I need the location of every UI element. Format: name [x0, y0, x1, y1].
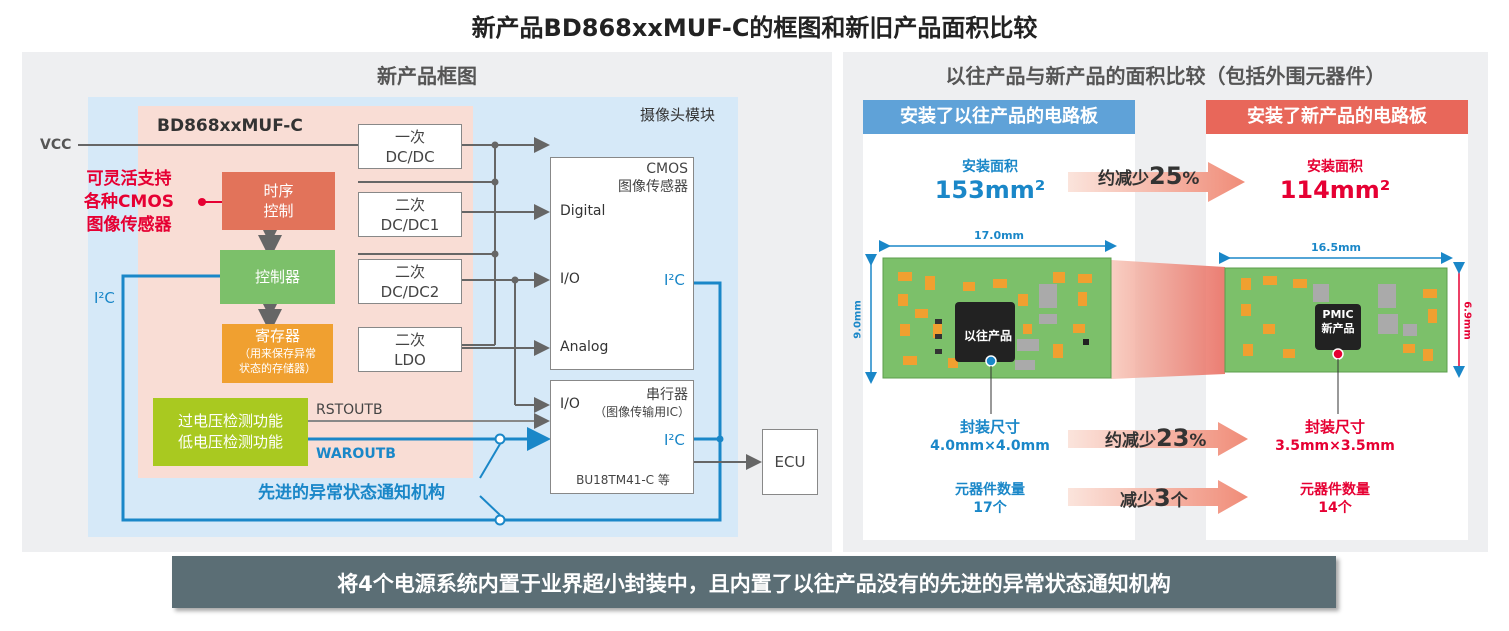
- old-count-label: 元器件数量: [955, 482, 1025, 498]
- count-reduce-value: 3: [1154, 484, 1171, 512]
- ic-name: BD868xxMUF-C: [157, 116, 303, 136]
- secondary-dcdc1-line-2: DC/DC1: [380, 216, 440, 234]
- old-pkg-value: 4.0mm×4.0mm: [930, 438, 1050, 454]
- summary-text: 将4个电源系统内置于业界超小封装中，且内置了以往产品没有的先进的异常状态通知机构: [337, 572, 1171, 596]
- secondary-ldo-line-1: 二次: [394, 331, 425, 349]
- register-note-2: 状态的存储器）: [239, 362, 316, 375]
- timing-control-block: 时序 控制: [222, 172, 335, 230]
- i2c-left-label: I²C: [94, 289, 115, 307]
- old-pkg-label: 封装尺寸: [959, 418, 1020, 436]
- new-width-label: 16.5mm: [1310, 241, 1362, 254]
- area-reduce-unit: %: [1182, 169, 1200, 189]
- secondary-dcdc1-block: 二次 DC/DC1: [358, 192, 462, 237]
- new-chip-line-1: PMIC: [1322, 308, 1354, 321]
- old-width-label: 17.0mm: [973, 229, 1025, 242]
- cmos-io-pin: I/O: [560, 271, 580, 287]
- primary-dcdc-line-1: 一次: [394, 128, 425, 146]
- old-chip-label: 以往产品: [963, 329, 1012, 343]
- summary-banner: [172, 556, 1336, 608]
- flex-note-line-1: 可灵活支持: [86, 169, 172, 189]
- ecu-label: ECU: [774, 453, 806, 471]
- new-area-stat: 安装面积 114mm²: [1265, 156, 1405, 204]
- flex-note-line-3: 图像传感器: [86, 215, 172, 235]
- cmos-i2c-pin: I²C: [664, 271, 685, 289]
- serializer-io-pin: I/O: [560, 396, 580, 412]
- new-count-label: 元器件数量: [1300, 482, 1370, 498]
- camera-module-label: 摄像头模块: [640, 106, 716, 124]
- old-package-stat: 封装尺寸 4.0mm×4.0mm: [920, 418, 1060, 456]
- pkg-reduce-prefix: 约减少: [1105, 431, 1156, 451]
- primary-dcdc-block: 一次 DC/DC: [358, 124, 462, 169]
- old-count-value: 17个: [973, 500, 1007, 516]
- primary-dcdc-line-2: DC/DC: [385, 148, 435, 166]
- analog-pin: Analog: [560, 339, 609, 355]
- flex-note-line-2: 各种CMOS: [83, 192, 175, 212]
- cmos-title-line-1: CMOS: [646, 161, 688, 177]
- secondary-ldo-line-2: LDO: [394, 351, 426, 369]
- waroutb-label: WAROUTB: [316, 446, 396, 462]
- overvoltage-label: 过电压检测功能: [177, 412, 283, 430]
- controller-block: 控制器: [220, 250, 335, 304]
- secondary-dcdc2-block: 二次 DC/DC2: [358, 259, 462, 304]
- register-note-1: （用来保存异常: [239, 347, 316, 360]
- voltage-detection-block: 过电压检测功能 低电压检测功能: [153, 398, 308, 466]
- secondary-dcdc2-line-1: 二次: [394, 263, 425, 281]
- flex-support-note: 可灵活支持 各种CMOS 图像传感器: [55, 168, 203, 237]
- cmos-title-line-2: 图像传感器: [618, 179, 688, 195]
- serializer-part: BU18TM41-C 等: [576, 473, 670, 487]
- new-height-label: 6.9mm: [1461, 301, 1473, 340]
- count-reduce-prefix: 减少: [1120, 491, 1154, 511]
- cmos-title: CMOS 图像传感器: [550, 160, 688, 196]
- new-area-label: 安装面积: [1307, 159, 1363, 175]
- vcc-label: VCC: [40, 137, 72, 153]
- package-reduction: 约减少23%: [1105, 424, 1206, 452]
- count-reduction: 减少3个: [1120, 484, 1188, 512]
- new-area-value: 114mm²: [1279, 176, 1391, 204]
- serializer-block: [550, 380, 694, 494]
- new-pkg-label: 封装尺寸: [1304, 418, 1365, 436]
- serializer-title: 串行器: [646, 387, 688, 403]
- new-chip-label: PMIC 新产品: [1315, 308, 1361, 336]
- old-area-value: 153mm²: [934, 176, 1046, 204]
- count-reduce-unit: 个: [1170, 491, 1188, 511]
- rstoutb-label: RSTOUTB: [316, 402, 383, 418]
- serializer-note: （图像传输用IC）: [594, 405, 690, 419]
- old-count-stat: 元器件数量 17个: [920, 481, 1060, 517]
- timing-line-2: 控制: [263, 202, 294, 220]
- pkg-reduce-unit: %: [1189, 431, 1207, 451]
- register-block: 寄存器 （用来保存异常 状态的存储器）: [222, 324, 333, 383]
- secondary-ldo-block: 二次 LDO: [358, 327, 462, 372]
- cmos-sensor-block: [550, 157, 694, 370]
- area-comparison-title: 以往产品与新产品的面积比较（包括外围元器件）: [945, 64, 1386, 88]
- comparison-graphics: [865, 162, 1465, 514]
- digital-pin: Digital: [560, 203, 606, 219]
- block-diagram-wiring: [78, 137, 762, 526]
- new-package-stat: 封装尺寸 3.5mm×3.5mm: [1260, 418, 1410, 456]
- area-reduce-value: 25: [1149, 162, 1183, 190]
- controller-label: 控制器: [254, 268, 300, 286]
- timing-line-1: 时序: [263, 182, 294, 200]
- abnormal-notify-label: 先进的异常状态通知机构: [255, 478, 448, 503]
- old-area-stat: 安装面积 153mm²: [920, 156, 1060, 204]
- register-label: 寄存器: [254, 327, 300, 345]
- old-area-label: 安装面积: [962, 159, 1018, 175]
- area-reduce-prefix: 约减少: [1098, 169, 1149, 189]
- new-pkg-value: 3.5mm×3.5mm: [1275, 438, 1395, 454]
- new-count-stat: 元器件数量 14个: [1265, 481, 1405, 517]
- page-title: 新产品BD868xxMUF-C的框图和新旧产品面积比较: [471, 14, 1038, 42]
- new-chip-line-2: 新产品: [1321, 322, 1355, 335]
- new-board-header: 安装了新产品的电路板: [1206, 100, 1468, 134]
- secondary-dcdc1-line-1: 二次: [394, 196, 425, 214]
- old-board-header: 安装了以往产品的电路板: [863, 100, 1135, 134]
- serializer-i2c-pin: I²C: [664, 431, 685, 449]
- secondary-dcdc2-line-2: DC/DC2: [380, 283, 440, 301]
- area-reduction: 约减少25%: [1098, 162, 1199, 190]
- new-count-value: 14个: [1318, 500, 1352, 516]
- ecu-block: ECU: [762, 429, 818, 495]
- pkg-reduce-value: 23: [1156, 424, 1190, 452]
- old-height-label: 9.0mm: [852, 300, 864, 339]
- undervoltage-label: 低电压检测功能: [177, 433, 283, 451]
- block-diagram-title: 新产品框图: [377, 64, 477, 88]
